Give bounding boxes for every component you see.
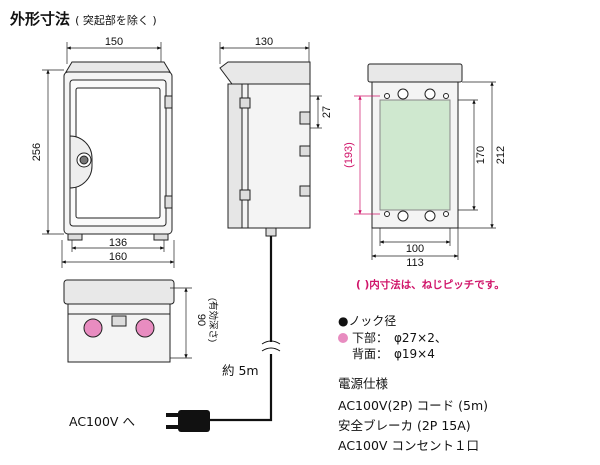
dim-bottom-depth: 90 — [195, 314, 207, 326]
dim-side-small: 27 — [321, 106, 333, 118]
plug-icon — [166, 410, 210, 432]
back-view — [354, 63, 496, 260]
dim-bottom-depth-note: (有効深さ) — [207, 298, 219, 342]
title-main: 外形寸法 — [10, 10, 71, 28]
legend-dot — [338, 333, 348, 343]
power-spec-heading: 電源仕様 — [338, 376, 389, 391]
dim-back-pitch-height: (193) — [343, 142, 355, 168]
dim-side-depth: 130 — [255, 36, 273, 48]
legend-back-label: 背面： — [352, 347, 388, 361]
plug-label: AC100V へ — [69, 414, 135, 429]
dim-front-width: 150 — [105, 36, 123, 48]
front-view — [42, 42, 175, 268]
pitch-note: ( )内寸法は、ねじピッチです。 — [356, 278, 505, 291]
dim-front-height: 256 — [31, 143, 43, 161]
power-spec-item-2: 安全ブレーカ (2P 15A) — [338, 418, 471, 433]
power-spec-item-1: AC100V(2P) コード (5m) — [338, 398, 488, 413]
power-spec-item-3: AC100V コンセント１口 — [338, 438, 479, 453]
legend-back-value: φ19×4 — [394, 347, 435, 361]
legend-lower-value: φ27×2、 — [394, 331, 447, 345]
title-sub: ( 突起部を除く ) — [75, 14, 157, 27]
power-cable — [210, 236, 281, 422]
legend-lower-label: 下部： — [352, 330, 388, 345]
dim-back-width-2: 113 — [406, 257, 424, 269]
dim-back-width-1: 100 — [406, 243, 424, 255]
legend-knock: ●ノック径 — [338, 314, 396, 328]
dim-back-height-1: 170 — [475, 146, 487, 164]
cable-length: 約 5m — [222, 363, 259, 378]
page-title: 外形寸法 ( 突起部を除く ) — [10, 8, 157, 29]
dim-back-height-2: 212 — [495, 146, 507, 164]
dim-front-outer-width: 160 — [109, 251, 127, 263]
side-view — [219, 42, 322, 237]
dim-front-inner-width: 136 — [109, 237, 127, 249]
bottom-view — [63, 279, 192, 363]
